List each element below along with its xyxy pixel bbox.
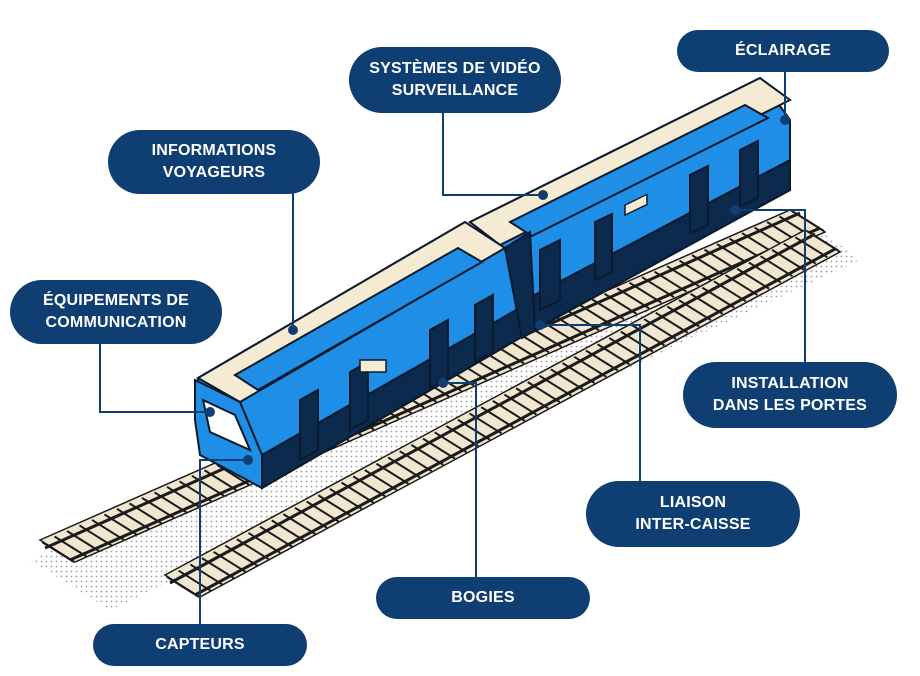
- label-portes-line2: DANS LES PORTES: [712, 397, 868, 414]
- label-bogies-line1: BOGIES: [451, 589, 515, 606]
- label-info-line2: VOYAGEURS: [162, 164, 266, 181]
- inter-car-link: [503, 230, 537, 340]
- train-car-rear: [468, 76, 792, 337]
- label-equipements-communication: ÉQUIPEMENTS DE COMMUNICATION: [10, 280, 222, 344]
- track-front: [163, 229, 842, 598]
- label-liaison-line2: INTER-CAISSE: [635, 516, 751, 533]
- label-comm-line2: COMMUNICATION: [45, 314, 187, 331]
- label-video-surveillance: SYSTÈMES DE VIDÉO SURVEILLANCE: [349, 47, 561, 113]
- label-liaison-line1: LIAISON: [659, 494, 727, 511]
- train: [194, 76, 792, 490]
- label-capteurs: CAPTEURS: [93, 624, 307, 666]
- leader-dots: [205, 115, 790, 465]
- label-eclairage: ÉCLAIRAGE: [677, 30, 889, 72]
- label-video-line2: SURVEILLANCE: [391, 82, 519, 99]
- label-video-line1: SYSTÈMES DE VIDÉO: [369, 60, 541, 77]
- label-info-line1: INFORMATIONS: [151, 142, 277, 159]
- label-bogies: BOGIES: [376, 577, 590, 619]
- leader-lines: [99, 68, 806, 625]
- label-portes-line1: INSTALLATION: [731, 375, 849, 392]
- label-eclairage-line1: ÉCLAIRAGE: [734, 42, 832, 59]
- label-informations-voyageurs: INFORMATIONS VOYAGEURS: [108, 130, 320, 194]
- label-comm-line1: ÉQUIPEMENTS DE: [43, 292, 189, 309]
- label-installation-portes: INSTALLATION DANS LES PORTES: [683, 362, 897, 428]
- label-capteurs-line1: CAPTEURS: [155, 636, 245, 653]
- label-liaison-inter-caisse: LIAISON INTER-CAISSE: [586, 481, 800, 547]
